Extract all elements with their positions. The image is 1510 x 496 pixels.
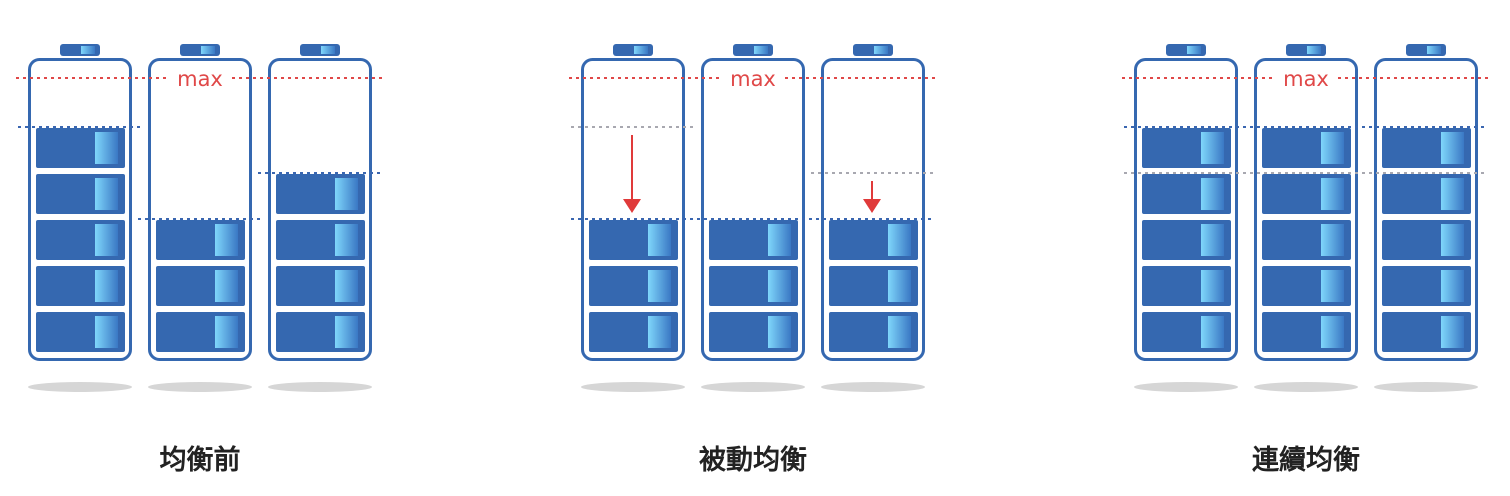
battery-cell-highlight — [335, 316, 358, 348]
battery-cell-highlight — [1441, 178, 1464, 210]
battery-cell-highlight — [1201, 224, 1224, 256]
battery-shadow — [1254, 382, 1358, 392]
battery-cell-highlight — [95, 178, 118, 210]
battery — [1374, 44, 1478, 392]
battery-cell-highlight — [1441, 316, 1464, 348]
label-before-balancing: 均衡前 — [159, 445, 241, 476]
battery-cell-highlight — [648, 270, 671, 302]
max-label: max — [1283, 67, 1329, 91]
battery-cell-highlight — [335, 178, 358, 210]
battery-body — [821, 58, 925, 361]
battery-cell-highlight — [888, 224, 911, 256]
arrow-down-icon — [623, 199, 641, 213]
battery — [268, 44, 372, 392]
battery-cell-highlight — [95, 224, 118, 256]
battery-cap-highlight — [634, 46, 648, 54]
battery-cell-highlight — [1441, 224, 1464, 256]
battery-cell-highlight — [215, 270, 238, 302]
battery-body — [1374, 58, 1478, 361]
battery-shadow — [581, 382, 685, 392]
battery-cell-highlight — [768, 224, 791, 256]
battery-cell-highlight — [1441, 270, 1464, 302]
battery-cell-highlight — [1201, 132, 1224, 164]
battery-cap-highlight — [81, 46, 95, 54]
battery-cap-highlight — [874, 46, 888, 54]
arrow-down-icon — [863, 199, 881, 213]
battery-shadow — [701, 382, 805, 392]
battery-cell-highlight — [1321, 316, 1344, 348]
max-label: max — [730, 67, 776, 91]
battery-cell-highlight — [1321, 270, 1344, 302]
battery-cell-highlight — [215, 224, 238, 256]
battery-cell-highlight — [215, 316, 238, 348]
battery-shadow — [1134, 382, 1238, 392]
battery-cell-highlight — [1321, 132, 1344, 164]
battery-cell-highlight — [335, 270, 358, 302]
battery-cell-highlight — [888, 316, 911, 348]
battery-cell-highlight — [1201, 178, 1224, 210]
battery-body — [1254, 58, 1358, 361]
battery — [148, 44, 252, 392]
battery-cap-highlight — [754, 46, 768, 54]
battery — [701, 44, 805, 392]
battery-cell-highlight — [768, 316, 791, 348]
battery-cell-highlight — [888, 270, 911, 302]
battery — [1134, 44, 1238, 392]
battery-cap-highlight — [1307, 46, 1321, 54]
battery-cell-highlight — [1441, 132, 1464, 164]
label-passive-balancing: 被動均衡 — [699, 445, 807, 476]
battery-shadow — [148, 382, 252, 392]
battery — [581, 44, 685, 392]
battery-body — [268, 58, 372, 361]
battery-cap-highlight — [321, 46, 335, 54]
label-continuous-balancing: 連續均衡 — [1252, 445, 1360, 476]
battery-cell-highlight — [335, 224, 358, 256]
battery-cell-highlight — [648, 224, 671, 256]
battery-shadow — [28, 382, 132, 392]
battery — [28, 44, 132, 392]
battery-body — [28, 58, 132, 361]
battery-cap-highlight — [1187, 46, 1201, 54]
battery-shadow — [821, 382, 925, 392]
battery-cell-highlight — [768, 270, 791, 302]
battery-group: max — [16, 44, 383, 392]
battery-body — [581, 58, 685, 361]
battery — [1254, 44, 1358, 392]
battery-body — [701, 58, 805, 361]
battery-cell-highlight — [1201, 316, 1224, 348]
battery-group: max — [1122, 44, 1489, 392]
battery-cell-highlight — [648, 316, 671, 348]
battery-shadow — [268, 382, 372, 392]
max-label: max — [177, 67, 223, 91]
battery-cell-highlight — [95, 270, 118, 302]
battery-cell-highlight — [1321, 178, 1344, 210]
battery-cell-highlight — [1201, 270, 1224, 302]
battery-cell-highlight — [95, 316, 118, 348]
battery-cell-highlight — [1321, 224, 1344, 256]
battery-shadow — [1374, 382, 1478, 392]
battery-cap-highlight — [1427, 46, 1441, 54]
battery-cap-highlight — [201, 46, 215, 54]
battery-body — [148, 58, 252, 361]
battery-group: max — [569, 44, 936, 392]
battery — [821, 44, 925, 392]
battery-cell-highlight — [95, 132, 118, 164]
battery-body — [1134, 58, 1238, 361]
